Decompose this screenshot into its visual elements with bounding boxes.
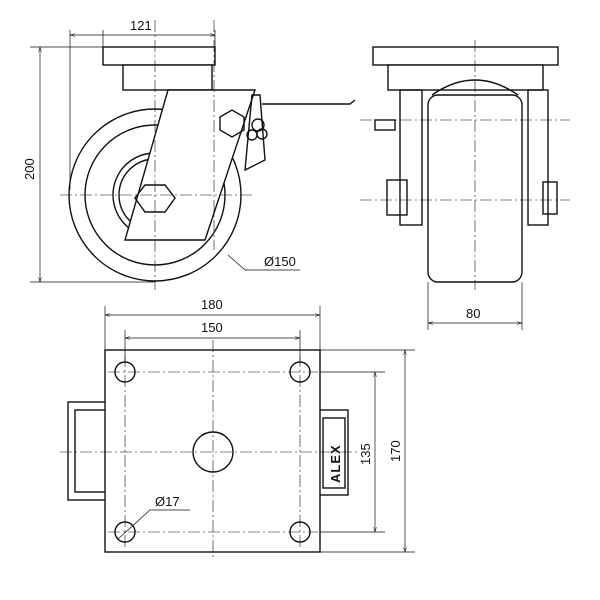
dim-wheel-diameter: Ø150 [264,254,296,269]
center-lines [60,340,360,560]
dim-height: 200 [22,158,37,180]
leader-hole-diameter [117,509,190,540]
dim-hole-spacing-y: 135 [358,443,373,465]
extension-lines [69,30,216,190]
dim-hole-spacing-x: 150 [201,320,223,335]
left-block-outer [67,401,109,501]
axle-nut [134,184,176,213]
dim-hole-diameter: Ø17 [155,494,180,509]
top-view: ALEX 180 150 135 170 Ø17 [60,297,415,560]
dim-plate-length: 170 [388,440,403,462]
center-lines [360,40,570,290]
front-view: 80 [360,40,570,330]
fork-bolt [219,109,245,138]
top-plate [372,46,559,66]
side-view: 121 200 Ø150 [22,18,356,290]
dim-wheel-width: 80 [466,306,480,321]
axle-nut-left [386,179,408,216]
top-plate [102,46,216,66]
fork-leg-left [399,89,423,226]
swivel-head [122,64,213,91]
brake-body [244,94,266,172]
swivel-head [387,64,544,91]
fork-bolt [374,119,396,131]
right-block-inner [322,417,346,489]
brake-pin [256,128,268,140]
brake-lever [262,99,356,105]
fork-leg-right [527,89,549,226]
left-block-inner [74,409,109,493]
dim-plate-width: 180 [201,297,223,312]
center-lines [60,20,255,290]
fork-leg [124,89,256,241]
leader-wheel-diameter [227,254,300,271]
brand-label: ALEX [328,444,343,483]
dim-offset: 121 [130,18,152,33]
extension-lines [320,349,415,553]
extension-lines [104,306,321,362]
axle-nut-right [542,181,558,215]
extension-lines [30,46,155,283]
